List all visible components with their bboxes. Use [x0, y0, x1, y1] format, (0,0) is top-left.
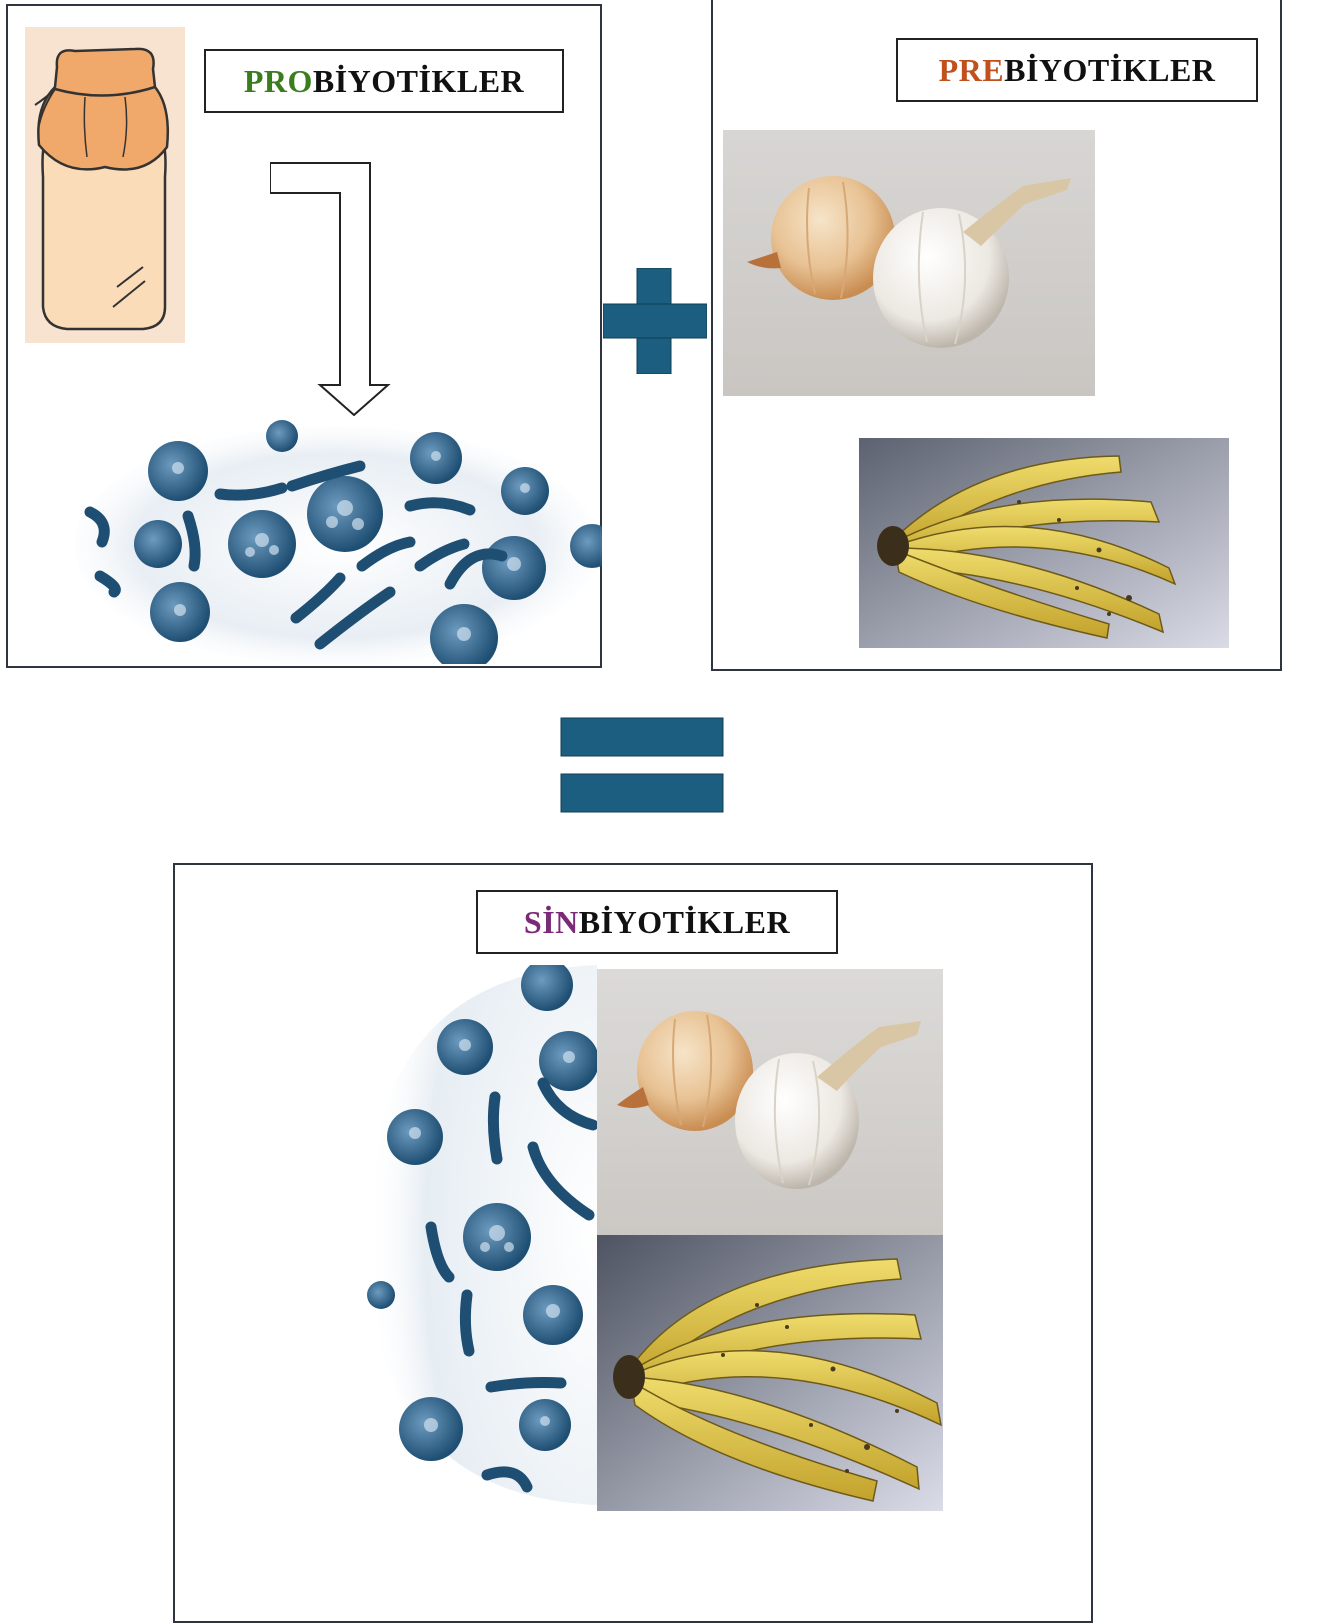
jar-icon [25, 27, 185, 343]
onion-garlic-photo [597, 969, 943, 1235]
probiotics-prefix: PRO [244, 63, 313, 100]
equals-icon [560, 717, 724, 813]
onion-garlic-photo [723, 130, 1095, 396]
down-arrow-icon [270, 161, 410, 416]
plus-icon [603, 268, 707, 374]
probiotics-suffix: BİYOTİKLER [313, 63, 524, 100]
synbiotics-suffix: BİYOTİKLER [579, 904, 790, 941]
synbiotics-prefix: SİN [524, 904, 579, 941]
prebiotics-prefix: PRE [939, 52, 1005, 89]
bacteria-icon [70, 416, 602, 664]
banana-photo [859, 438, 1229, 648]
bacteria-icon [367, 965, 597, 1505]
banana-photo [597, 1235, 943, 1511]
prebiotics-suffix: BİYOTİKLER [1004, 52, 1215, 89]
